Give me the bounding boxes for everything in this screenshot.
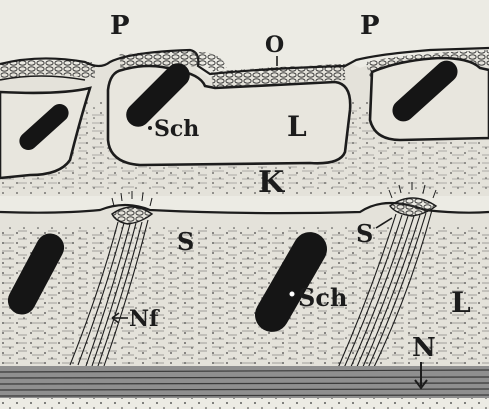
label-o-top: O bbox=[265, 32, 284, 58]
sch-pointer-lower bbox=[289, 291, 295, 297]
label-l-upper: L bbox=[287, 110, 307, 143]
right-sense-cup bbox=[370, 56, 489, 140]
label-l-lower: L bbox=[451, 286, 471, 319]
sch-pointer-upper bbox=[148, 126, 152, 130]
label-nf: Nf bbox=[129, 306, 160, 332]
label-k-middle: K bbox=[258, 165, 285, 200]
label-sch-upper: Sch bbox=[154, 116, 199, 142]
nerve-band bbox=[0, 366, 489, 409]
label-p-left: P bbox=[110, 11, 130, 41]
label-sch-lower: Sch bbox=[298, 283, 347, 312]
label-n-bottom: N bbox=[412, 333, 436, 363]
label-p-right: P bbox=[360, 11, 380, 41]
label-s-right: S bbox=[356, 219, 373, 248]
label-s-left: S bbox=[177, 227, 194, 256]
